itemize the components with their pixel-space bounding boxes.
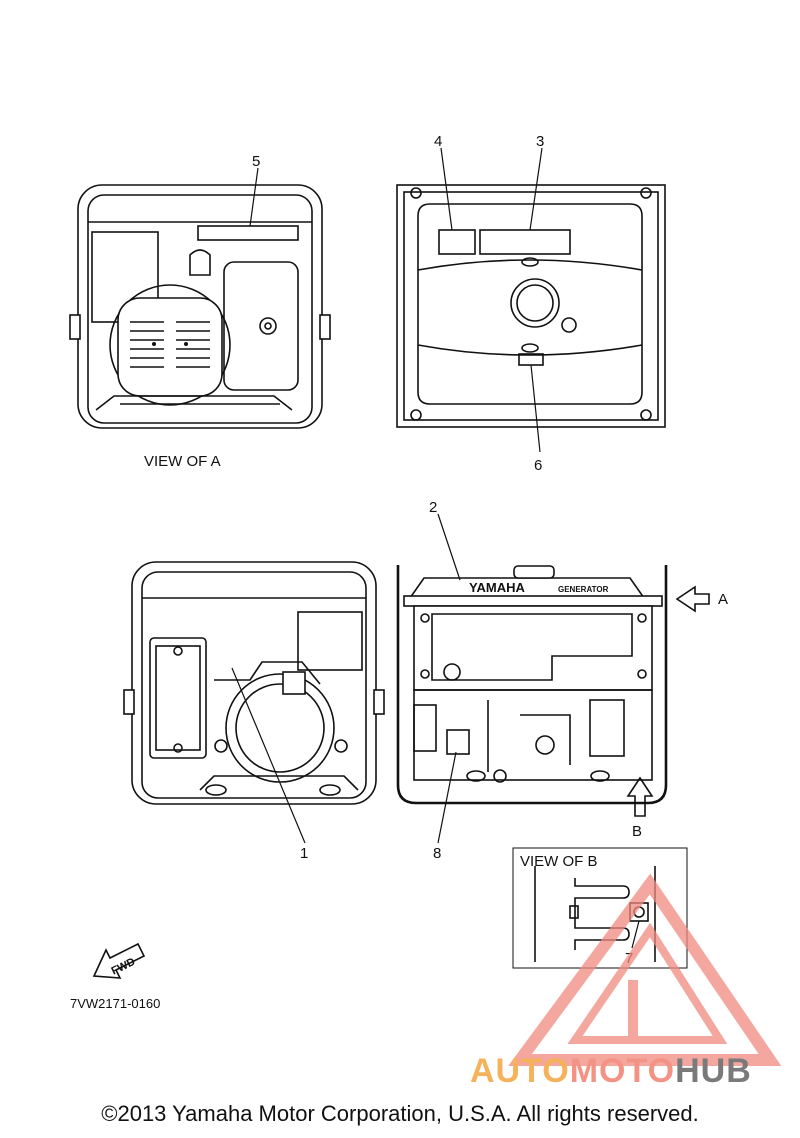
copyright-notice: ©2013 Yamaha Motor Corporation, U.S.A. A…: [101, 1101, 699, 1126]
front-view-drawing: [396, 565, 668, 805]
watermark-part-auto: AUTO: [470, 1052, 570, 1090]
callout-5: 5: [252, 153, 260, 170]
watermark-brand: AUTOMOTOHUB: [470, 1052, 752, 1091]
rear-view-drawing: [396, 184, 666, 428]
fwd-arrow-icon: [92, 942, 146, 979]
callout-1: 1: [300, 845, 308, 862]
callout-6: 6: [534, 457, 542, 474]
figure-code: 7VW2171-0160: [70, 996, 160, 1011]
view-a-drawing: [69, 184, 331, 429]
arrow-a-icon: [675, 585, 710, 613]
nameplate-brand: YAMAHA: [469, 580, 525, 595]
fwd-label: FWD: [109, 956, 137, 978]
watermark-part-hub: HUB: [675, 1052, 752, 1090]
callout-2: 2: [429, 499, 437, 516]
watermark-part-moto: MOTO: [569, 1052, 676, 1090]
callout-8: 8: [433, 845, 441, 862]
automotohub-logo-icon: [508, 873, 782, 1066]
view-a-label: VIEW OF A: [144, 453, 221, 470]
arrow-a-label: A: [718, 591, 728, 608]
arrow-b-label: B: [632, 823, 642, 840]
callout-4: 4: [434, 133, 442, 150]
side-view-drawing: [123, 561, 385, 805]
arrow-b-icon: [626, 776, 654, 817]
nameplate-product: GENERATOR: [558, 585, 609, 594]
callout-3: 3: [536, 133, 544, 150]
view-b-label: VIEW OF B: [520, 853, 598, 870]
